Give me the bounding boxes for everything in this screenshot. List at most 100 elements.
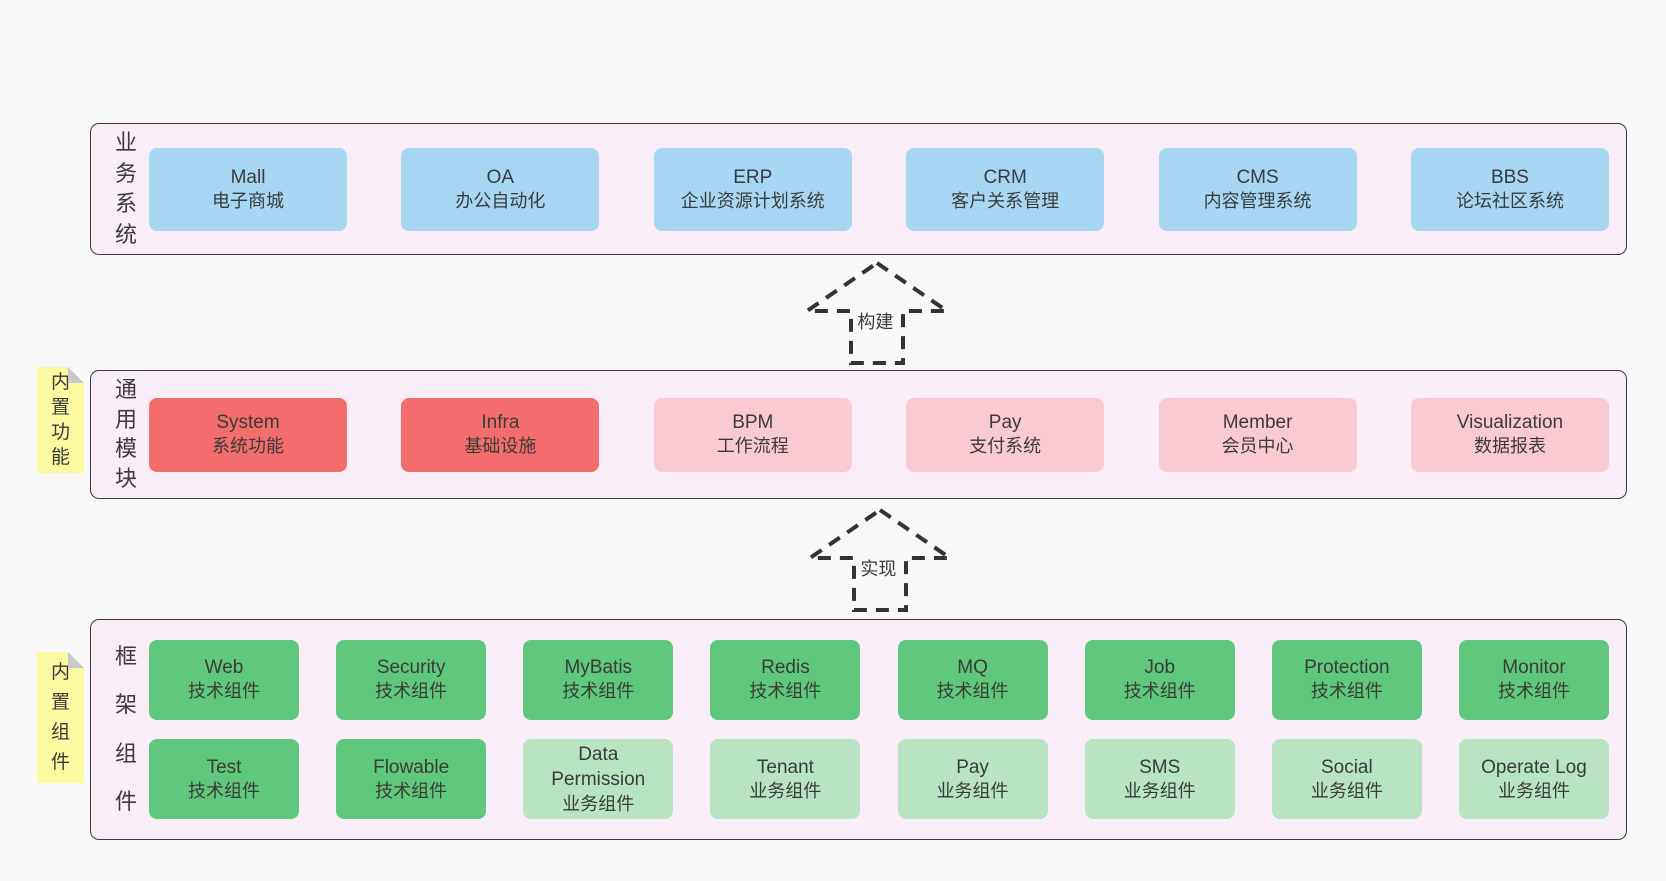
box-subtitle: 工作流程 (716, 436, 789, 457)
box-subtitle: 数据报表 (1473, 436, 1546, 457)
label-char: 用 (114, 406, 137, 432)
box-title: MQ (957, 657, 988, 679)
box-title: Pay (956, 756, 989, 778)
box-subtitle: 技术组件 (188, 780, 260, 801)
box-subtitle: 办公自动化 (455, 190, 546, 211)
box-title: Flowable (373, 756, 450, 778)
dashed-up-arrow-icon (805, 507, 955, 612)
box-title: Social (1320, 756, 1373, 778)
band-label-business-systems: 业务系统 (103, 124, 149, 254)
label-char: 组 (114, 740, 137, 766)
box-subtitle: 业务组件 (1497, 780, 1570, 801)
box-title: System (216, 412, 280, 434)
box-subtitle: 内容管理系统 (1203, 190, 1312, 211)
label-char: 内 (50, 662, 70, 683)
box-subtitle: 业务组件 (749, 780, 822, 801)
label-char: 务 (114, 160, 137, 186)
sticky-note-builtin-features: 内置功能 (37, 367, 84, 473)
box-subtitle: 技术组件 (375, 780, 448, 801)
box-subtitle: 业务组件 (936, 780, 1009, 801)
box-subtitle: 业务组件 (1310, 780, 1383, 801)
label-char: 件 (114, 788, 137, 814)
label-char: 能 (50, 447, 70, 468)
box-title: CMS (1236, 166, 1279, 188)
label-char: 业 (114, 130, 137, 156)
box-title: Web (204, 657, 244, 679)
box-title: Test (206, 756, 242, 778)
box-subtitle: 技术组件 (1497, 681, 1570, 702)
label-char: 功 (50, 422, 70, 443)
box-subtitle: 业务组件 (1123, 780, 1196, 801)
implement-arrow: 实现 (805, 507, 955, 613)
box-title: Redis (761, 657, 810, 679)
box-subtitle: 客户关系管理 (951, 190, 1060, 211)
box-title: ERP (733, 166, 773, 188)
box-subtitle: 技术组件 (1123, 681, 1196, 702)
box-subtitle: 技术组件 (562, 681, 635, 702)
label-char: 统 (114, 221, 137, 247)
build-arrow: 构建 (802, 260, 952, 366)
box-subtitle: 技术组件 (188, 681, 260, 702)
box-title: Infra (481, 412, 520, 434)
label-char: 系 (114, 191, 137, 217)
box-title: BPM (732, 412, 774, 434)
box-subtitle: 技术组件 (1310, 681, 1383, 702)
box-title: MyBatis (564, 657, 633, 679)
dashed-up-arrow-icon (802, 260, 952, 365)
box-subtitle: 业务组件 (562, 793, 635, 814)
label-char: 通 (114, 376, 137, 402)
label-char: 置 (50, 692, 70, 713)
box-subtitle: 企业资源计划系统 (680, 190, 825, 211)
box-title: Data Permission (551, 744, 646, 791)
band-label-framework-components: 框架组件 (103, 620, 149, 839)
box-subtitle: 基础设施 (464, 436, 537, 457)
box-subtitle: 论坛社区系统 (1455, 190, 1564, 211)
box-title: Pay (988, 412, 1022, 434)
box-title: OA (486, 166, 515, 188)
box-subtitle: 技术组件 (749, 681, 822, 702)
box-subtitle: 支付系统 (969, 436, 1042, 457)
sticky-note-builtin-components: 内置组件 (37, 652, 84, 783)
label-char: 内 (50, 372, 70, 393)
box-title: Protection (1304, 657, 1390, 679)
box-subtitle: 会员中心 (1221, 436, 1294, 457)
box-title: Monitor (1502, 657, 1566, 679)
label-char: 块 (114, 466, 137, 492)
box-subtitle: 系统功能 (212, 436, 284, 457)
box-title: Job (1144, 657, 1176, 679)
box-title: Operate Log (1481, 756, 1587, 778)
box-title: Security (376, 657, 446, 679)
label-char: 架 (114, 692, 137, 718)
box-subtitle: 电子商城 (212, 190, 284, 211)
